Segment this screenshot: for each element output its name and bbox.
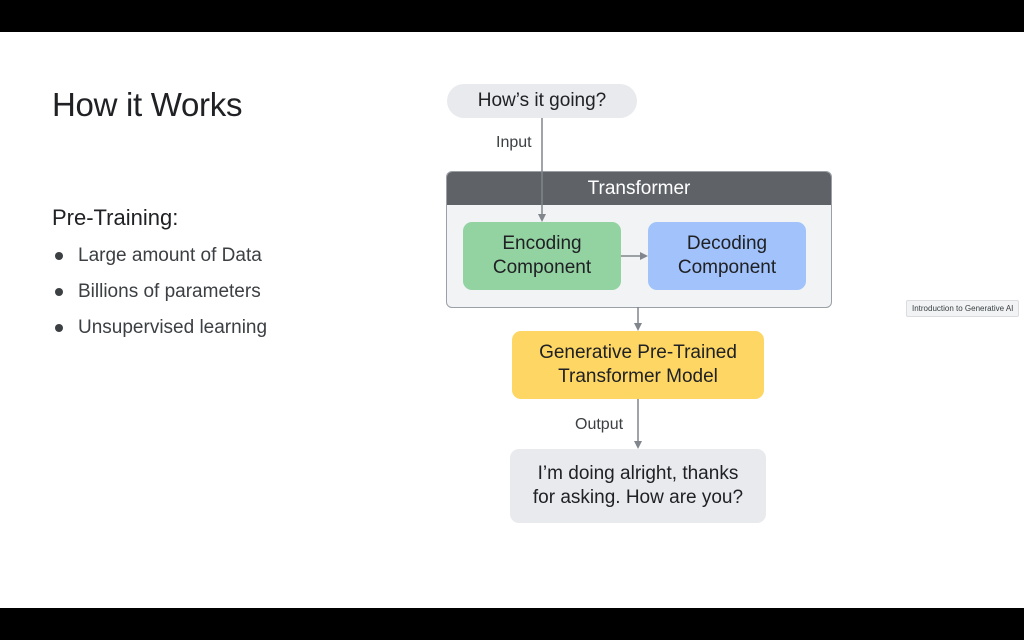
video-title-tooltip: Introduction to Generative AI [906, 300, 1020, 317]
response-line: I’m doing alright, thanks [537, 463, 739, 484]
bullet-list: Large amount of Data Billions of paramet… [52, 242, 267, 350]
response-bubble: I’m doing alright, thanks for asking. Ho… [510, 449, 766, 523]
bullet-item: Large amount of Data [52, 242, 267, 278]
slide: How it Works Pre-Training: Large amount … [0, 32, 1024, 608]
encoding-line: Encoding [502, 233, 582, 254]
bullet-item: Billions of parameters [52, 278, 267, 314]
bullet-item: Unsupervised learning [52, 314, 267, 350]
encoding-component-box: Encoding Component [463, 222, 621, 290]
bullet-text: Unsupervised learning [78, 317, 268, 338]
response-line: for asking. How are you? [532, 487, 744, 508]
decoding-component-box: Decoding Component [648, 222, 806, 290]
bullet-text: Billions of parameters [78, 281, 261, 302]
gpt-model-box: Generative Pre-Trained Transformer Model [512, 331, 764, 399]
pretraining-heading: Pre-Training: [52, 205, 179, 230]
decoding-line: Component [677, 257, 777, 278]
input-label: Input [496, 134, 532, 151]
slide-title: How it Works [52, 86, 243, 123]
decoding-line: Decoding [686, 233, 768, 254]
encoding-line: Component [492, 257, 592, 278]
bullet-dot-icon [55, 324, 63, 332]
output-label: Output [575, 416, 624, 433]
bullet-dot-icon [55, 252, 63, 260]
transformer-header: Transformer [447, 172, 831, 205]
model-line: Transformer Model [558, 366, 718, 387]
bullet-text: Large amount of Data [78, 245, 262, 266]
bullet-dot-icon [55, 288, 63, 296]
model-line: Generative Pre-Trained [539, 342, 737, 363]
input-prompt-bubble: How’s it going? [447, 84, 637, 118]
